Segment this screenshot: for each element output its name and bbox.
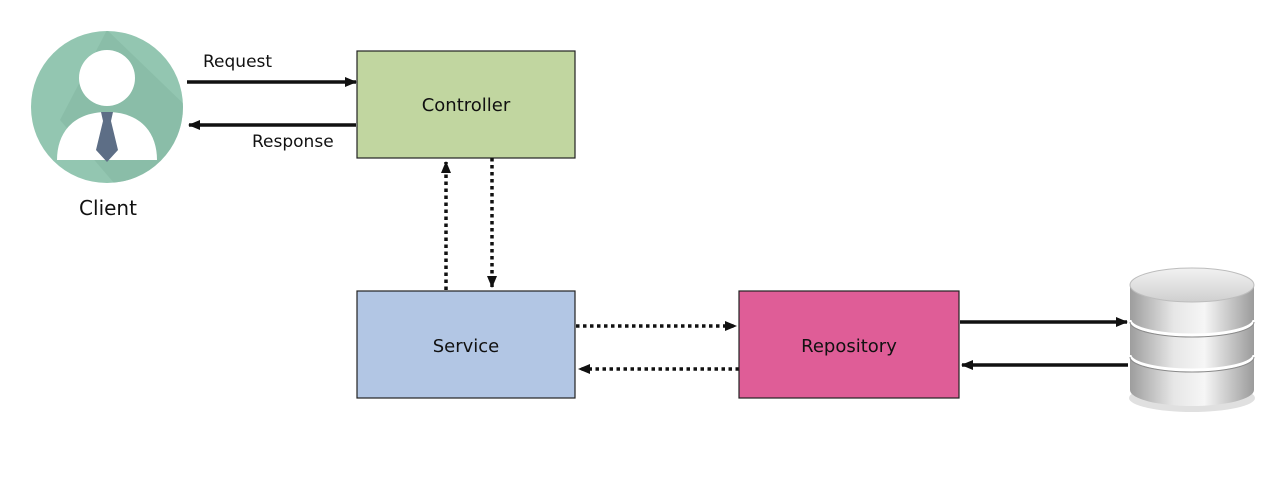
database-icon <box>1128 267 1256 412</box>
repository-label: Repository <box>801 336 897 357</box>
client-avatar-icon <box>31 31 183 183</box>
service-box <box>356 290 576 399</box>
repository-box <box>738 290 960 399</box>
controller-box <box>356 50 576 159</box>
service-label: Service <box>433 336 500 357</box>
client-label: Client <box>79 196 137 220</box>
request-label: Request <box>203 52 272 72</box>
controller-label: Controller <box>422 95 511 116</box>
response-label: Response <box>252 132 334 152</box>
